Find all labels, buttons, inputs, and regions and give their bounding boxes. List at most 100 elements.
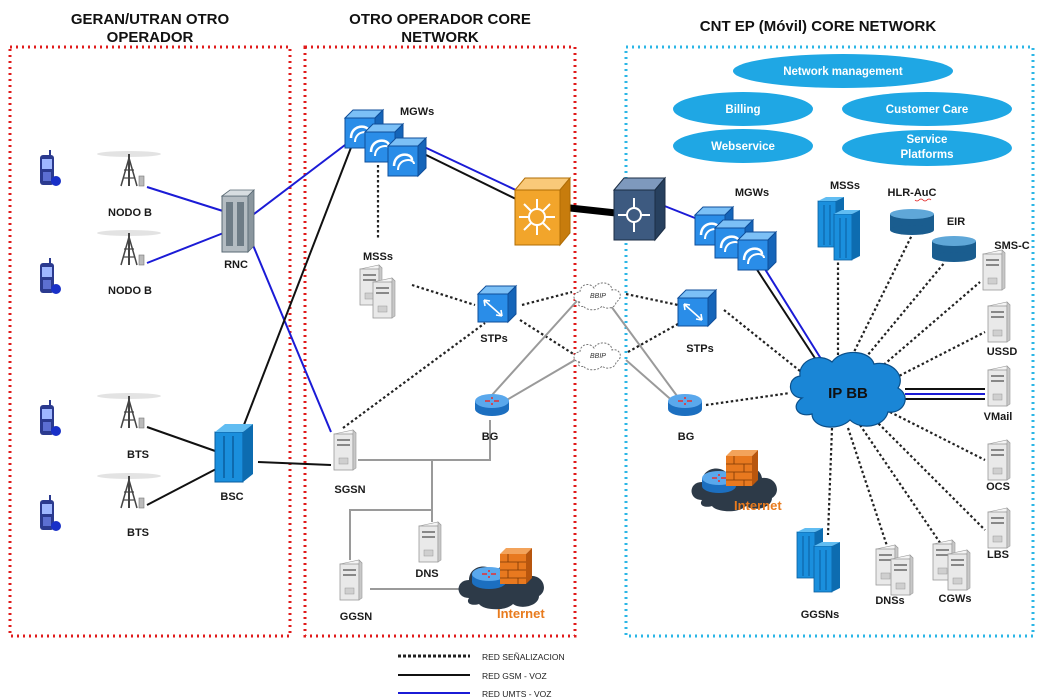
link-mgw-cnt-ipbb-umts [757, 257, 829, 371]
label-lbs: LBS [987, 549, 1009, 561]
legend-label-gsm: RED GSM - VOZ [482, 671, 547, 681]
link-bsc-sgsn [257, 461, 332, 466]
label-bsc: BSC [220, 491, 243, 503]
service-network-management [733, 54, 953, 88]
router-icon-bg-other [474, 393, 510, 417]
label-ip-bb: IP BB [828, 385, 868, 402]
antenna-tower-icon-bts-1 [96, 392, 162, 429]
region-title-right: CNT EP (Móvil) CORE NETWORK [700, 18, 937, 35]
legend-label-umts: RED UMTS - VOZ [482, 689, 551, 699]
server-icon-ggsns [796, 527, 841, 593]
stp-icon-other [477, 285, 517, 323]
label-mgws-cnt: MGWs [735, 187, 769, 199]
region-border-left [8, 45, 292, 638]
label-msss-other: MSSs [363, 251, 393, 263]
server-icon-sgsn [333, 429, 357, 471]
link-ipbb-ggsns [826, 427, 834, 536]
service-webservice-label: Webservice [711, 141, 775, 153]
database-icon-eir [932, 236, 976, 262]
server-icon-dns-other [418, 521, 442, 563]
label-bbip-2: BBIP [590, 353, 606, 360]
label-stps-other: STPs [480, 333, 508, 345]
label-sgsn: SGSN [334, 484, 365, 496]
core-switch-icon-other [513, 176, 572, 247]
link-bts1-bsc [146, 426, 219, 453]
link-switch-mgw-cnt [661, 204, 701, 221]
label-stps-cnt: STPs [686, 343, 714, 355]
region-title-middle-1: OTRO OPERADOR CORE [349, 11, 531, 28]
link-stp-cnt-ipbb [723, 309, 806, 376]
service-webservice [673, 129, 813, 163]
link-bg-bbip2 [504, 359, 576, 402]
link-msss-stp [411, 283, 476, 307]
firewall-icon-cnt [725, 449, 759, 487]
link-ipbb-smsc [879, 281, 981, 369]
server-icon-ocs [987, 439, 1011, 481]
label-bg-other: BG [482, 431, 499, 443]
region-title-left-2: OPERADOR [107, 29, 194, 46]
link-stp-bbip2 [519, 319, 576, 356]
legend-label-signaling: RED SEÑALIZACION [482, 652, 565, 662]
region-title-middle-2: NETWORK [401, 29, 479, 46]
link-mgw-switch-gsm [419, 151, 519, 201]
link-rnc-sgsn [249, 237, 332, 433]
label-internet-other: Internet [497, 606, 545, 621]
label-bbip-1: BBIP [590, 293, 606, 300]
label-eir: EIR [947, 216, 965, 228]
link-bbip2-bg-cnt [625, 359, 677, 405]
stp-icon-cnt [677, 289, 717, 327]
label-internet-cnt: Internet [734, 498, 782, 513]
router-icon-bg-cnt [667, 393, 703, 417]
label-hlr-auc: HLR-AuC [888, 187, 937, 199]
firewall-icon-other [499, 547, 533, 585]
link-stp-bbip1 [521, 290, 573, 307]
mobile-phone-icon-4 [40, 495, 61, 531]
service-network-management-label: Network management [783, 66, 903, 78]
label-ggsn: GGSN [340, 611, 372, 623]
label-cgws: CGWs [939, 593, 972, 605]
link-bts2-bsc [146, 467, 219, 506]
service-platforms-label-1: Service [907, 134, 948, 146]
link-ipbb-dnss [846, 427, 892, 556]
link-mgw-switch-umts [419, 144, 521, 193]
bsc-server-icon [214, 424, 253, 483]
link-mgw-cnt-ipbb-gsm [751, 261, 825, 373]
mobile-phone-icon-1 [40, 150, 61, 186]
link-bus-ggsn [349, 509, 432, 560]
server-icon-lbs [987, 507, 1011, 549]
server-icon-vmail [987, 365, 1011, 407]
server-icon-msss-cnt [817, 196, 861, 261]
service-customer-care-label: Customer Care [886, 104, 968, 116]
service-billing [673, 92, 813, 126]
server-icon-ggsn [339, 559, 363, 601]
label-nodo-b-2: NODO B [108, 285, 152, 297]
link-ipbb-lbs [874, 419, 986, 531]
label-ocs: OCS [986, 481, 1010, 493]
service-billing-label: Billing [725, 104, 760, 116]
link-ipbb-cgws [859, 424, 946, 551]
media-gateway-icon-cnt-3 [736, 230, 778, 272]
label-ussd: USSD [987, 346, 1018, 358]
link-bg-cnt-ipbb [705, 391, 791, 407]
link-bg-bbip1 [491, 291, 586, 396]
core-switch-icon-cnt [612, 176, 667, 242]
antenna-tower-icon-nodob-1 [96, 150, 162, 187]
media-gateway-icon-other-3 [386, 136, 428, 178]
link-ipbb-ocs [889, 411, 986, 461]
server-icon-dnss [875, 544, 914, 596]
label-nodo-b-1: NODO B [108, 207, 152, 219]
label-vmail: VMail [984, 411, 1013, 423]
label-mgws-other: MGWs [400, 106, 434, 118]
mobile-phone-icon-3 [40, 400, 61, 436]
label-sms-c: SMS-C [994, 240, 1030, 252]
link-ipbb-eir [861, 261, 946, 363]
label-ggsns: GGSNs [801, 609, 840, 621]
label-bg-cnt: BG [678, 431, 695, 443]
link-sgsn-bg [358, 420, 491, 461]
service-platforms-label-2: Platforms [900, 149, 953, 161]
server-icon-cgws [932, 539, 971, 591]
rnc-rack-icon [220, 189, 255, 253]
region-title-left-1: GERAN/UTRAN OTRO [71, 11, 230, 28]
server-icon-smsc [982, 249, 1006, 291]
